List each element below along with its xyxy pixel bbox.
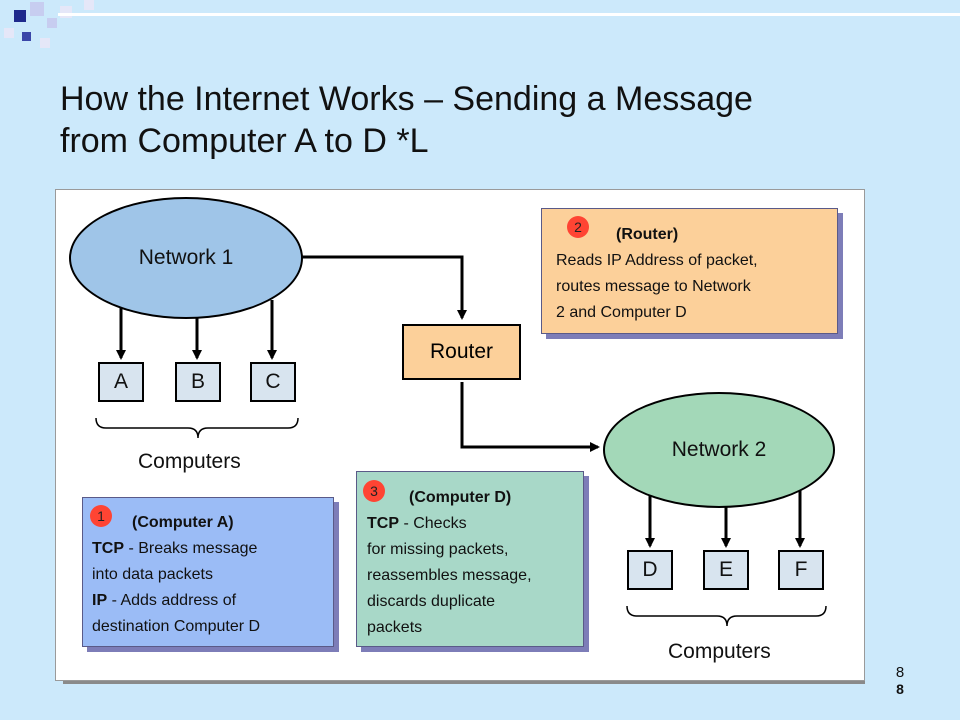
callout-computer-a-line-1-text: - Breaks message bbox=[124, 540, 258, 557]
callout-computer-a-line-3-text: - Adds address of bbox=[107, 592, 237, 609]
router-label: Router bbox=[429, 340, 494, 363]
callout-computer-d-line-1: TCP - Checks bbox=[367, 511, 583, 537]
callout-computer-a: (Computer A) TCP - Breaks message into d… bbox=[82, 497, 334, 647]
callout-computer-d-line-4-text: discards duplicate bbox=[367, 593, 496, 610]
callout-router-line-3: 2 and Computer D bbox=[556, 304, 687, 321]
callout-computer-a-line-1-bold: TCP bbox=[92, 540, 124, 557]
callout-computer-d: (Computer D) TCP - Checks for missing pa… bbox=[356, 471, 584, 647]
callout-computer-d-line-4: discards duplicate bbox=[367, 589, 583, 615]
callout-computer-a-line-3: IP - Adds address of bbox=[92, 588, 333, 614]
computer-e-label: E bbox=[718, 558, 733, 581]
callout-computer-a-line-4-text: destination Computer D bbox=[92, 618, 261, 635]
callout-computer-d-line-3: reassembles message, bbox=[367, 563, 583, 589]
arrow-network1-to-router bbox=[298, 255, 467, 320]
callout-computer-d-line-3-text: reassembles message, bbox=[367, 567, 532, 584]
callout-computer-d-line-5: packets bbox=[367, 615, 583, 641]
computer-f-box: F bbox=[778, 550, 824, 590]
callout-computer-d-line-2-text: for missing packets, bbox=[367, 541, 509, 558]
slide-title: How the Internet Works – Sending a Messa… bbox=[60, 78, 920, 162]
callout-computer-a-line-2: into data packets bbox=[92, 562, 333, 588]
slide-number-bold: 8 bbox=[896, 681, 904, 697]
computer-a-label: A bbox=[113, 370, 128, 393]
computer-f-label: F bbox=[794, 558, 808, 581]
callout-computer-a-line-4: destination Computer D bbox=[92, 614, 333, 640]
computers-group-2-label: Computers bbox=[668, 640, 771, 663]
callout-router-heading: (Router) bbox=[616, 226, 679, 243]
slide-title-line-2: from Computer A to D *L bbox=[60, 122, 429, 160]
computer-b-label: B bbox=[190, 370, 205, 393]
computer-a-box: A bbox=[98, 362, 144, 402]
brace-computers-1 bbox=[95, 417, 299, 439]
step-badge-2: 2 bbox=[567, 216, 589, 238]
arrow-router-to-network2 bbox=[460, 382, 600, 452]
computer-d-box: D bbox=[627, 550, 673, 590]
callout-computer-a-heading: (Computer A) bbox=[132, 514, 234, 531]
slide-title-line-1: How the Internet Works – Sending a Messa… bbox=[60, 80, 753, 118]
computer-d-label: D bbox=[642, 558, 658, 581]
step-badge-1: 1 bbox=[90, 505, 112, 527]
computers-group-1-label: Computers bbox=[138, 450, 241, 473]
callout-router: (Router) Reads IP Address of packet, rou… bbox=[541, 208, 838, 334]
computer-b-box: B bbox=[175, 362, 221, 402]
slide-number: 8 bbox=[895, 664, 905, 681]
callout-computer-a-line-2-text: into data packets bbox=[92, 566, 213, 583]
callout-computer-d-line-1-text: - Checks bbox=[399, 515, 467, 532]
callout-computer-d-line-1-bold: TCP bbox=[367, 515, 399, 532]
computer-c-label: C bbox=[265, 370, 281, 393]
network-2-label: Network 2 bbox=[671, 438, 767, 461]
step-badge-3: 3 bbox=[363, 480, 385, 502]
network-1-label: Network 1 bbox=[138, 246, 234, 269]
callout-router-line-1: Reads IP Address of packet, bbox=[556, 252, 758, 269]
callout-router-line-2: routes message to Network bbox=[556, 278, 751, 295]
callout-computer-a-line-3-bold: IP bbox=[92, 592, 108, 609]
brace-computers-2 bbox=[626, 605, 827, 627]
callout-computer-d-line-2: for missing packets, bbox=[367, 537, 583, 563]
router-node: Router bbox=[402, 324, 521, 380]
computer-c-box: C bbox=[250, 362, 296, 402]
callout-computer-d-heading: (Computer D) bbox=[409, 489, 512, 506]
computer-e-box: E bbox=[703, 550, 749, 590]
network-2-node: Network 2 bbox=[603, 392, 835, 508]
callout-computer-a-line-1: TCP - Breaks message bbox=[92, 536, 333, 562]
callout-computer-d-line-5-text: packets bbox=[367, 619, 423, 636]
network-1-node: Network 1 bbox=[69, 197, 303, 319]
top-rule bbox=[58, 13, 960, 16]
